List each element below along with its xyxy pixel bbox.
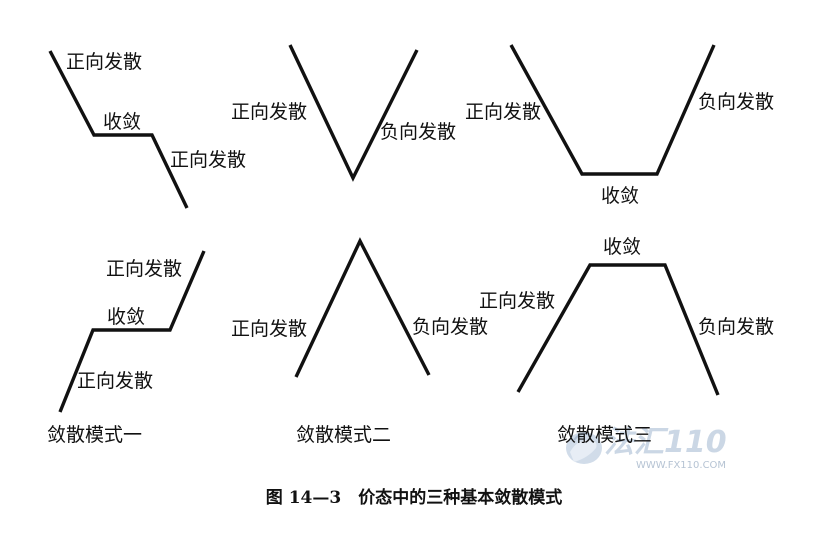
label-neg-div-2b: 负向发散 xyxy=(412,316,488,338)
label-conv-1a: 收敛 xyxy=(103,111,141,133)
label-neg-div-3b: 负向发散 xyxy=(698,316,774,338)
caption-mode-3: 敛散模式三 xyxy=(557,424,652,446)
label-neg-div-2a: 负向发散 xyxy=(380,121,456,143)
label-conv-3b: 收敛 xyxy=(603,236,641,258)
watermark-brand: 法汇110 xyxy=(604,425,727,460)
label-pos-div-2a: 正向发散 xyxy=(231,101,307,123)
label-pos-div-1a: 正向发散 xyxy=(66,51,142,73)
pattern-1-top-line xyxy=(48,50,189,209)
label-neg-div-3a: 负向发散 xyxy=(698,91,774,113)
watermark: 法汇110 WWW.FX110.COM xyxy=(566,425,727,471)
watermark-hand-icon xyxy=(566,432,602,464)
pattern-3-bottom-line xyxy=(516,263,720,396)
watermark-url: WWW.FX110.COM xyxy=(636,460,726,471)
caption-mode-2: 敛散模式二 xyxy=(296,424,391,446)
pattern-3-top-line xyxy=(509,44,716,176)
label-pos-div-2b: 正向发散 xyxy=(231,318,307,340)
label-pos-div-1d: 正向发散 xyxy=(77,370,153,392)
figure-caption: 图 14—3 价态中的三种基本敛散模式 xyxy=(266,487,562,508)
label-pos-div-1c: 正向发散 xyxy=(106,258,182,280)
pattern-1-bottom-line xyxy=(58,250,206,413)
caption-mode-1: 敛散模式一 xyxy=(47,424,142,446)
label-pos-div-3a: 正向发散 xyxy=(465,101,541,123)
label-pos-div-1b: 正向发散 xyxy=(170,149,246,171)
label-conv-3a: 收敛 xyxy=(601,185,639,207)
label-conv-1b: 收敛 xyxy=(107,306,145,328)
pattern-2-top-line xyxy=(288,44,419,182)
label-pos-div-3b: 正向发散 xyxy=(479,290,555,312)
pattern-2-bottom-line xyxy=(294,237,431,378)
